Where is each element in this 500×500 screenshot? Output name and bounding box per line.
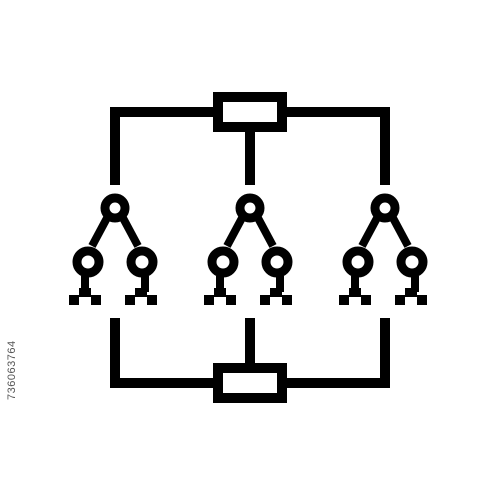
tree-left-root-node <box>100 193 130 223</box>
bottom-node-box <box>213 363 287 403</box>
tree-right-left-node <box>342 246 374 278</box>
tree-right-right-node <box>396 246 428 278</box>
tree-left-left-node <box>72 246 104 278</box>
tree-middle-right-node <box>261 246 293 278</box>
tree-left-right-node <box>126 246 158 278</box>
tree-middle-left-node <box>207 246 239 278</box>
tree-right <box>339 193 428 305</box>
tree-left <box>69 193 158 305</box>
top-node-box <box>213 92 287 132</box>
tree-right-root-node <box>370 193 400 223</box>
tree-middle-root-node <box>235 193 265 223</box>
stock-id-label: 736063764 <box>6 340 18 400</box>
top-frame-line <box>110 107 390 185</box>
tree-middle <box>204 193 293 305</box>
bottom-frame-line <box>110 318 390 388</box>
